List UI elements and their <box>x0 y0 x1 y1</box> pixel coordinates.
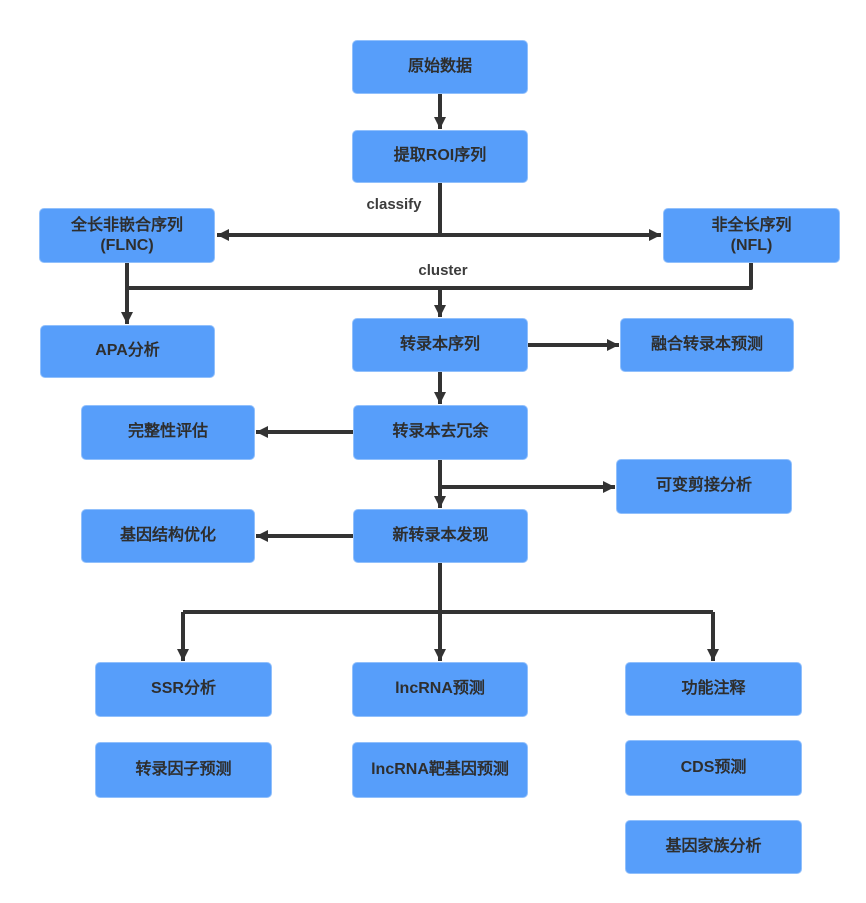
node-raw-data: 原始数据 <box>352 40 528 94</box>
node-apa: APA分析 <box>40 325 215 378</box>
node-extract-roi: 提取ROI序列 <box>352 130 528 183</box>
node-flnc: 全长非嵌合序列 (FLNC) <box>39 208 215 263</box>
node-novel-transcript: 新转录本发现 <box>353 509 528 563</box>
node-gene-structure: 基因结构优化 <box>81 509 255 563</box>
node-lncrna: lncRNA预测 <box>352 662 528 717</box>
node-tf-predict: 转录因子预测 <box>95 742 272 798</box>
node-gene-family: 基因家族分析 <box>625 820 802 874</box>
node-ssr: SSR分析 <box>95 662 272 717</box>
node-cds-predict: CDS预测 <box>625 740 802 796</box>
node-nfl: 非全长序列 (NFL) <box>663 208 840 263</box>
edge-label-classify: classify <box>366 196 422 213</box>
node-function-annot: 功能注释 <box>625 662 802 716</box>
node-dedup: 转录本去冗余 <box>353 405 528 460</box>
node-integrity: 完整性评估 <box>81 405 255 460</box>
node-lncrna-target: lncRNA靶基因预测 <box>352 742 528 798</box>
node-fusion-predict: 融合转录本预测 <box>620 318 794 372</box>
edge-nfl-cluster-line <box>127 263 753 290</box>
node-transcript-seq: 转录本序列 <box>352 318 528 372</box>
node-alt-splicing: 可变剪接分析 <box>616 459 792 514</box>
edge-label-cluster: cluster <box>418 262 468 279</box>
